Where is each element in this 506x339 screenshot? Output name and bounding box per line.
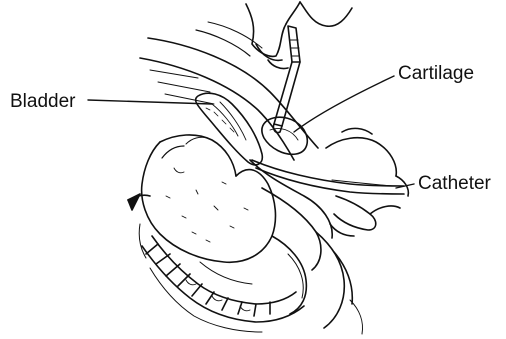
bladder-label: Bladder [10,92,76,111]
cartilage-label: Cartilage [398,64,474,83]
catheter-label: Catheter [418,174,491,193]
bladder-leader [88,100,212,104]
spine-sacrum [142,236,304,332]
lower-tissue-lines [139,224,362,334]
cartilage-leader [294,76,394,132]
catheter-tube [252,160,404,194]
label-leaders [88,76,414,188]
pelvic-mass [128,135,275,262]
